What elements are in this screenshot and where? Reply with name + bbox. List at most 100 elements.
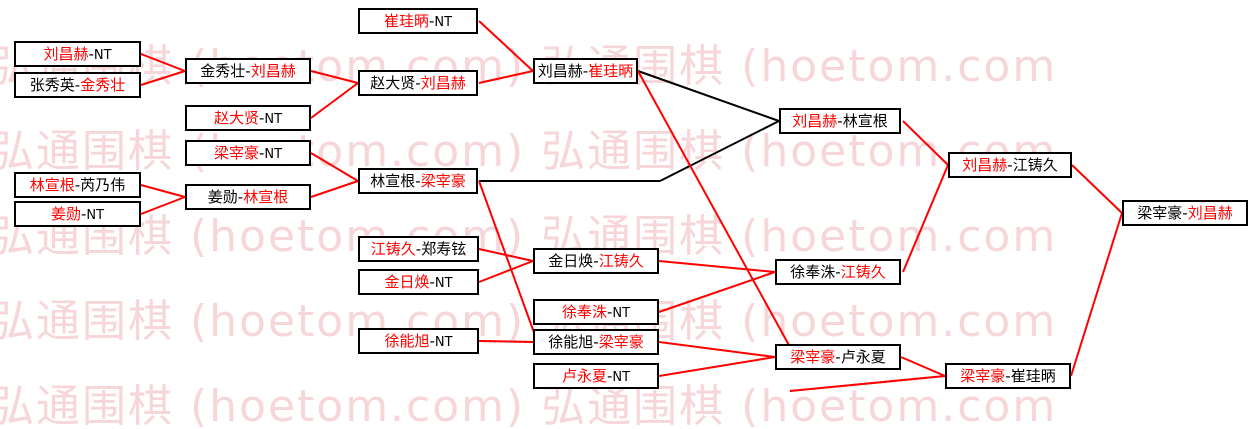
match-box[interactable]: 林宣根-梁宰豪 bbox=[358, 168, 478, 194]
player-right: NT bbox=[434, 15, 453, 30]
player-separator: - bbox=[415, 240, 422, 258]
match-box[interactable]: 姜勋-NT bbox=[14, 201, 141, 227]
match-box[interactable]: 徐奉洙-江铸久 bbox=[775, 259, 901, 285]
player-right: NT bbox=[434, 335, 453, 350]
match-box[interactable]: 林宣根-芮乃伟 bbox=[14, 172, 141, 198]
player-separator: - bbox=[606, 367, 613, 385]
player-left: 赵大贤 bbox=[370, 74, 416, 92]
player-separator: - bbox=[258, 144, 265, 162]
player-separator: - bbox=[835, 263, 841, 281]
player-left: 江铸久 bbox=[370, 240, 416, 258]
match-box[interactable]: 金日焕-NT bbox=[358, 269, 479, 295]
match-box[interactable]: 赵大贤-刘昌赫 bbox=[358, 70, 478, 96]
match-box[interactable]: 姜勋-林宣根 bbox=[185, 184, 311, 210]
match-box[interactable]: 张秀英-金秀壮 bbox=[14, 72, 141, 98]
player-left: 林宣根 bbox=[370, 172, 416, 190]
player-left: 徐奉洙 bbox=[561, 303, 607, 321]
player-separator: - bbox=[237, 188, 244, 206]
player-separator: - bbox=[582, 62, 589, 80]
match-box[interactable]: 梁宰豪-崔珪昞 bbox=[945, 363, 1071, 389]
player-right: 刘昌赫 bbox=[1187, 204, 1233, 222]
match-box[interactable]: 徐能旭-梁宰豪 bbox=[533, 329, 659, 355]
match-box[interactable]: 梁宰豪-NT bbox=[185, 140, 311, 166]
player-separator: - bbox=[1182, 204, 1188, 222]
player-left: 卢永夏 bbox=[561, 367, 607, 385]
player-separator: - bbox=[74, 176, 81, 194]
player-right: NT bbox=[612, 306, 631, 321]
player-separator: - bbox=[80, 205, 87, 223]
player-right: 崔珪昞 bbox=[588, 62, 634, 80]
player-right: 江铸久 bbox=[1012, 156, 1058, 174]
player-right: 刘昌赫 bbox=[420, 74, 466, 92]
player-right: 芮乃伟 bbox=[80, 176, 126, 194]
player-separator: - bbox=[606, 303, 613, 321]
player-right: 郑寿铉 bbox=[421, 240, 467, 258]
player-right: 林宣根 bbox=[243, 188, 289, 206]
player-right: 林宣根 bbox=[842, 112, 888, 130]
match-box[interactable]: 刘昌赫-江铸久 bbox=[948, 152, 1072, 178]
match-box[interactable]: 崔珪昞-NT bbox=[358, 8, 478, 34]
player-left: 刘昌赫 bbox=[43, 45, 89, 63]
player-separator: - bbox=[74, 76, 81, 94]
player-right: 崔珪昞 bbox=[1010, 367, 1056, 385]
player-separator: - bbox=[835, 348, 841, 366]
match-box[interactable]: 刘昌赫-崔珪昞 bbox=[533, 58, 638, 84]
player-separator: - bbox=[429, 332, 435, 350]
player-left: 徐能旭 bbox=[384, 332, 430, 350]
player-left: 刘昌赫 bbox=[792, 112, 838, 130]
player-right: 江铸久 bbox=[598, 252, 644, 270]
match-box[interactable]: 金秀壮-刘昌赫 bbox=[185, 58, 311, 84]
player-left: 梁宰豪 bbox=[213, 144, 259, 162]
player-separator: - bbox=[1005, 367, 1011, 385]
player-left: 刘昌赫 bbox=[962, 156, 1008, 174]
player-left: 梁宰豪 bbox=[1137, 204, 1183, 222]
player-right: 梁宰豪 bbox=[598, 333, 644, 351]
player-separator: - bbox=[415, 74, 421, 92]
player-separator: - bbox=[88, 45, 94, 63]
player-right: NT bbox=[612, 370, 631, 385]
match-box[interactable]: 金日焕-江铸久 bbox=[533, 248, 659, 274]
player-left: 姜勋 bbox=[50, 205, 81, 223]
player-right: 卢永夏 bbox=[840, 348, 886, 366]
match-box[interactable]: 江铸久-郑寿铉 bbox=[358, 236, 479, 262]
player-separator: - bbox=[593, 252, 599, 270]
player-separator: - bbox=[428, 12, 435, 30]
player-separator: - bbox=[245, 62, 251, 80]
match-box[interactable]: 梁宰豪-刘昌赫 bbox=[1122, 200, 1248, 226]
player-left: 林宣根 bbox=[29, 176, 75, 194]
player-separator: - bbox=[837, 112, 843, 130]
player-right: 刘昌赫 bbox=[250, 62, 296, 80]
player-separator: - bbox=[415, 172, 421, 190]
player-left: 刘昌赫 bbox=[537, 62, 583, 80]
player-left: 徐能旭 bbox=[548, 333, 594, 351]
match-box[interactable]: 刘昌赫-NT bbox=[14, 41, 141, 67]
player-left: 金日焕 bbox=[548, 252, 594, 270]
player-right: 金秀壮 bbox=[80, 76, 126, 94]
player-separator: - bbox=[429, 273, 435, 291]
player-left: 赵大贤 bbox=[213, 109, 259, 127]
player-right: NT bbox=[93, 48, 112, 63]
match-box[interactable]: 卢永夏-NT bbox=[533, 363, 659, 389]
player-separator: - bbox=[258, 109, 265, 127]
player-right: NT bbox=[264, 147, 283, 162]
match-box[interactable]: 梁宰豪-卢永夏 bbox=[775, 344, 901, 370]
player-left: 梁宰豪 bbox=[790, 348, 836, 366]
player-left: 张秀英 bbox=[29, 76, 75, 94]
player-right: NT bbox=[434, 276, 453, 291]
player-separator: - bbox=[593, 333, 599, 351]
match-box[interactable]: 徐能旭-NT bbox=[358, 328, 479, 354]
player-left: 金秀壮 bbox=[200, 62, 246, 80]
player-left: 崔珪昞 bbox=[383, 12, 429, 30]
player-left: 金日焕 bbox=[384, 273, 430, 291]
match-box[interactable]: 徐奉洙-NT bbox=[533, 299, 659, 325]
match-box[interactable]: 赵大贤-NT bbox=[185, 105, 311, 131]
player-right: NT bbox=[264, 112, 283, 127]
player-right: NT bbox=[86, 208, 105, 223]
player-left: 徐奉洙 bbox=[790, 263, 836, 281]
match-box[interactable]: 刘昌赫-林宣根 bbox=[779, 108, 901, 134]
player-separator: - bbox=[1007, 156, 1013, 174]
player-right: 梁宰豪 bbox=[420, 172, 466, 190]
player-left: 梁宰豪 bbox=[960, 367, 1006, 385]
